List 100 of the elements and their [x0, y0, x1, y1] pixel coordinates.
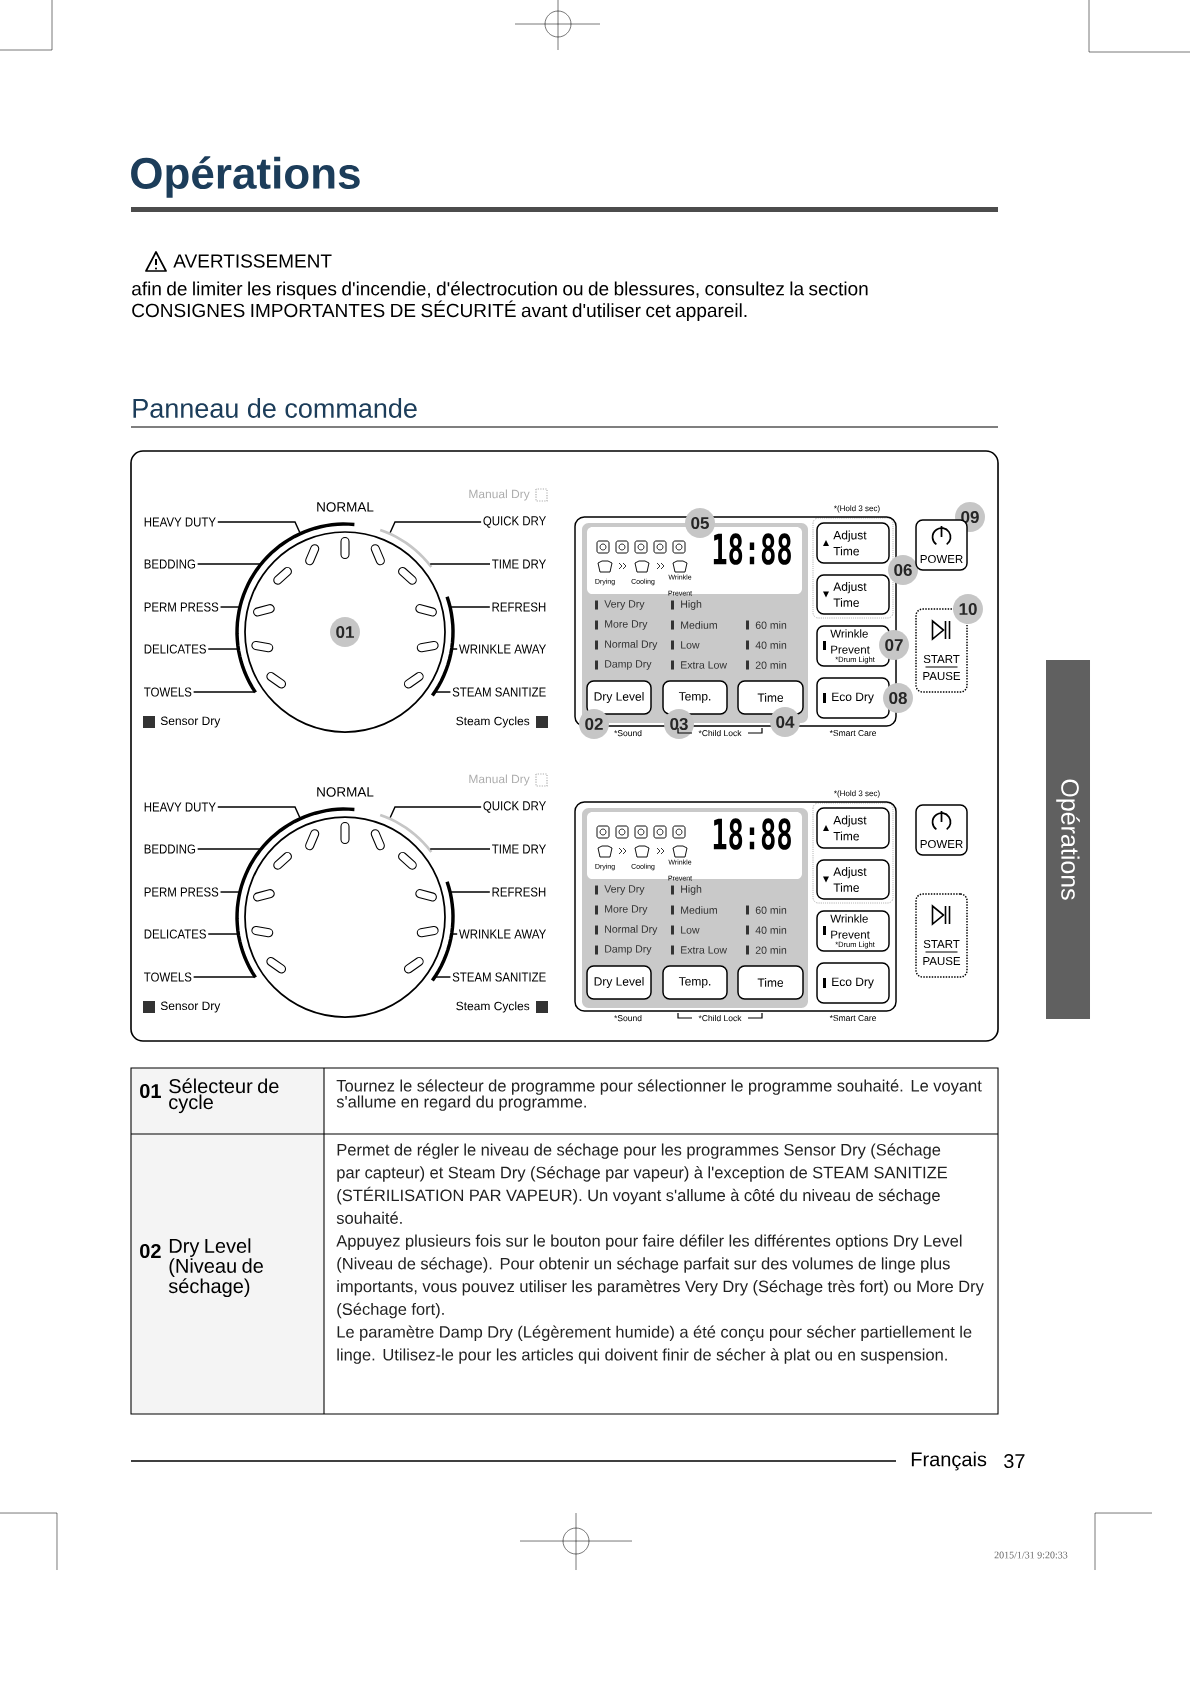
program-label: STEAM SANITIZE: [452, 687, 546, 697]
leader-line: [389, 521, 482, 534]
leader-line: [217, 806, 301, 819]
program-label: TIME DRY: [492, 559, 546, 569]
callout-number: 08: [883, 683, 913, 713]
control-button: Dry Level: [586, 680, 652, 715]
indicator-light: Low: [671, 640, 700, 650]
indicator-light: Very Dry: [595, 600, 645, 610]
eco-dry-button: Eco Dry: [816, 677, 890, 719]
leader-line: [429, 563, 491, 565]
program-label: PERM PRESS: [144, 887, 219, 897]
adjust-time-button: Adjust Time: [816, 522, 890, 564]
program-label: REFRESH: [492, 887, 546, 897]
callout-number: 02: [579, 709, 609, 739]
indicator-light: Normal Dry: [595, 925, 658, 935]
indicator-light: Medium: [671, 620, 717, 630]
callout-number: 10: [953, 594, 983, 624]
indicator-light: Medium: [671, 905, 717, 915]
leader-line: [389, 806, 482, 819]
indicator-light: More Dry: [595, 620, 648, 630]
row-number: 02: [140, 1243, 161, 1259]
control-button: Temp.: [662, 680, 728, 715]
table-text: Appuyez plusieurs fois sur le bouton pour faire défiler les différentes options Dry Level (Niveau de séchage). Pour obtenir un séchage parfait sur des volumes de linge plus importants, vous pouvez utiliser les paramètres Very Dry (Séchage très fort) ou More Dry (Séchage fort).: [336, 1234, 984, 1319]
indicator-light: 20 min: [746, 945, 787, 955]
warning-text: afin de limiter les risques d'incendie, d'électrocution ou de blessures, consultez la section CONSIGNES IMPORTANTES DE SÉCURITÉ avant d'utiliser cet appareil.: [132, 281, 868, 321]
leader-line: [435, 691, 452, 693]
indicator-light: 60 min: [746, 905, 787, 915]
callout-number: 07: [879, 630, 909, 660]
leader-line: [451, 648, 458, 650]
leader-line: [451, 933, 458, 935]
program-dial: [235, 522, 455, 733]
print-date: 2015/1/31 9:20:33: [994, 1551, 1068, 1559]
control-button: Time: [737, 965, 804, 1000]
table-text: Le paramètre Damp Dry (Légèrement humide) a été conçu pour sécher partiellement le linge. Utilisez-le pour les articles qui doivent finir de sécher à plat ou en suspension.: [337, 1325, 972, 1364]
callout-number: 06: [888, 555, 918, 585]
cycle-label: Steam Cycles: [456, 716, 530, 728]
hold-note: *(Hold 3 sec): [834, 790, 880, 798]
indicator-light: Very Dry: [595, 885, 645, 895]
control-button: Dry Level: [586, 965, 652, 1000]
callout-number: 05: [685, 508, 715, 538]
row-heading: Sélecteur de cycle: [169, 1078, 279, 1114]
button-note: *Child Lock: [677, 1012, 763, 1022]
warning-heading: AVERTISSEMENT: [173, 254, 332, 268]
program-label: TIME DRY: [492, 844, 546, 854]
leader-line: [196, 848, 261, 850]
program-label: HEAVY DUTY: [144, 802, 216, 812]
button-note: *Sound: [614, 729, 642, 737]
button-note: *Smart Care: [829, 1015, 876, 1022]
leader-line: [192, 976, 255, 978]
program-dial: [235, 807, 455, 1018]
program-label: PERM PRESS: [144, 602, 219, 612]
indicator-light: Low: [671, 925, 700, 935]
leader-line: [217, 521, 301, 534]
leader-line: [450, 891, 491, 893]
power-button: POWER: [915, 804, 968, 856]
section-heading: Panneau de commande: [133, 398, 417, 418]
eco-dry-button: Eco Dry: [816, 962, 890, 1004]
indicator-light: 40 min: [746, 925, 787, 935]
control-button: Temp.: [662, 965, 728, 1000]
cycle-label: Sensor Dry: [160, 716, 221, 728]
leader-line: [196, 563, 261, 565]
program-label: DELICATES: [144, 929, 206, 939]
program-label: QUICK DRY: [483, 801, 546, 813]
program-label: WRINKLE AWAY: [459, 929, 546, 939]
leader-line: [435, 976, 452, 978]
program-label: HEAVY DUTY: [144, 517, 216, 527]
table-text: Permet de régler le niveau de séchage pour les programmes Sensor Dry (Séchage par capteur) et Steam Dry (Séchage par vapeur) à l'exception de STEAM SANITIZE (STÉRILISATION PAR VAPEUR). Un voyant s'allume à côté du niveau de séchage souhaité.: [336, 1143, 947, 1224]
cycle-label: Steam Cycles: [456, 1001, 530, 1013]
table-text: Tournez le sélecteur de programme pour sélectionner le programme souhaité. Le voyant s'allume en regard du programme.: [336, 1079, 982, 1111]
program-label: TOWELS: [144, 972, 192, 982]
adjust-time-button: Adjust Time: [816, 807, 890, 849]
callout-number: 01: [330, 617, 360, 647]
dial-label: NORMAL: [317, 502, 374, 512]
indicator-light: High: [671, 600, 702, 610]
program-label: BEDDING: [144, 844, 196, 854]
program-label: QUICK DRY: [483, 516, 546, 528]
cycle-label: Manual Dry: [469, 774, 530, 786]
leader-line: [219, 606, 240, 608]
side-tab: Opérations: [1046, 660, 1090, 1019]
row-heading: Dry Level (Niveau de séchage): [168, 1238, 263, 1298]
leader-line: [219, 891, 240, 893]
button-note: *Smart Care: [829, 730, 876, 736]
button-note: *Sound: [614, 1014, 642, 1022]
control-button: Time: [737, 680, 804, 715]
page-number: 37: [1004, 1453, 1025, 1469]
start-pause-button: START PAUSE: [915, 893, 968, 978]
indicator-light: Damp Dry: [595, 660, 652, 670]
leader-line: [429, 848, 491, 850]
adjust-time-button: Adjust Time: [816, 859, 890, 900]
indicator-light: More Dry: [595, 905, 648, 915]
program-label: WRINKLE AWAY: [459, 644, 546, 654]
leader-line: [207, 933, 239, 935]
cycle-label: Manual Dry: [469, 489, 530, 501]
display-digits: 18:88: [713, 533, 791, 565]
cycle-label: Sensor Dry: [160, 1001, 221, 1013]
program-label: DELICATES: [144, 644, 206, 654]
indicator-light: Extra Low: [671, 660, 727, 670]
program-label: STEAM SANITIZE: [452, 972, 546, 982]
row-number: 01: [140, 1083, 161, 1099]
leader-line: [192, 691, 255, 693]
